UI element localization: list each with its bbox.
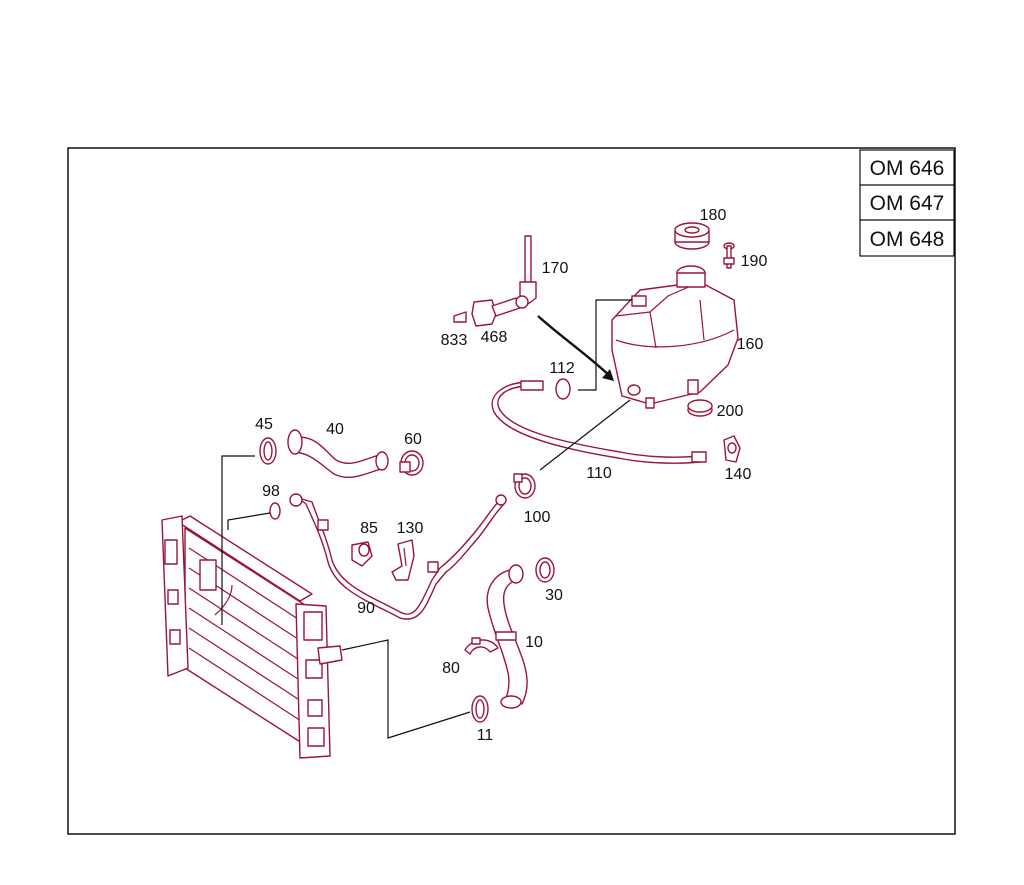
label-170: 170 xyxy=(542,260,569,277)
expansion-tank-160 xyxy=(611,265,739,409)
diagram-border xyxy=(67,147,956,835)
label-468: 468 xyxy=(481,329,508,346)
label-160: 160 xyxy=(737,336,764,353)
seal-ring-112 xyxy=(555,378,571,400)
label-30: 30 xyxy=(545,587,563,604)
hose-clamp-30 xyxy=(535,557,555,583)
lower-hose-10 xyxy=(486,564,528,709)
label-130: 130 xyxy=(397,520,424,537)
upper-hose-40 xyxy=(287,429,389,478)
engine-code-2: OM 647 xyxy=(870,192,945,215)
hose-clamp-60 xyxy=(399,450,424,476)
label-833: 833 xyxy=(441,332,468,349)
engine-code-3: OM 648 xyxy=(870,228,945,251)
label-190: 190 xyxy=(741,253,768,270)
hose-clamp-100 xyxy=(513,473,536,499)
holder-85 xyxy=(351,541,373,567)
label-10: 10 xyxy=(525,634,543,651)
coolant-line-90 xyxy=(289,493,507,620)
label-40: 40 xyxy=(326,421,344,438)
label-110: 110 xyxy=(586,465,612,482)
label-140: 140 xyxy=(725,466,752,483)
label-85: 85 xyxy=(360,520,378,537)
radiator xyxy=(161,515,343,759)
label-11: 11 xyxy=(477,727,494,744)
tank-cap-180 xyxy=(674,222,710,250)
seal-ring-45 xyxy=(259,437,277,465)
label-200: 200 xyxy=(717,403,744,420)
label-90: 90 xyxy=(357,600,375,617)
level-sensor-170 xyxy=(519,235,537,305)
hose-clamp-80 xyxy=(464,637,499,655)
label-60: 60 xyxy=(404,431,422,448)
label-180: 180 xyxy=(700,207,727,224)
engine-code-1: OM 646 xyxy=(870,157,945,180)
vent-line-110 xyxy=(491,380,707,464)
engine-code-table: OM 646 OM 647 OM 648 xyxy=(859,149,955,257)
label-112: 112 xyxy=(549,360,575,377)
label-98: 98 xyxy=(262,483,280,500)
seal-ring-11 xyxy=(471,695,489,723)
label-45: 45 xyxy=(255,416,273,433)
seal-ring-98 xyxy=(269,502,281,520)
screw-190 xyxy=(723,242,735,269)
connector-468 xyxy=(471,295,529,327)
rubber-mount-200 xyxy=(687,399,713,417)
clip-140 xyxy=(723,435,741,463)
callout-labels: 180 190 170 833 468 160 112 200 45 40 60… xyxy=(255,207,767,744)
label-80: 80 xyxy=(442,660,460,677)
plug-833 xyxy=(453,311,467,323)
leader-lines xyxy=(221,299,632,739)
bracket-130 xyxy=(391,539,415,581)
label-100: 100 xyxy=(524,509,551,526)
